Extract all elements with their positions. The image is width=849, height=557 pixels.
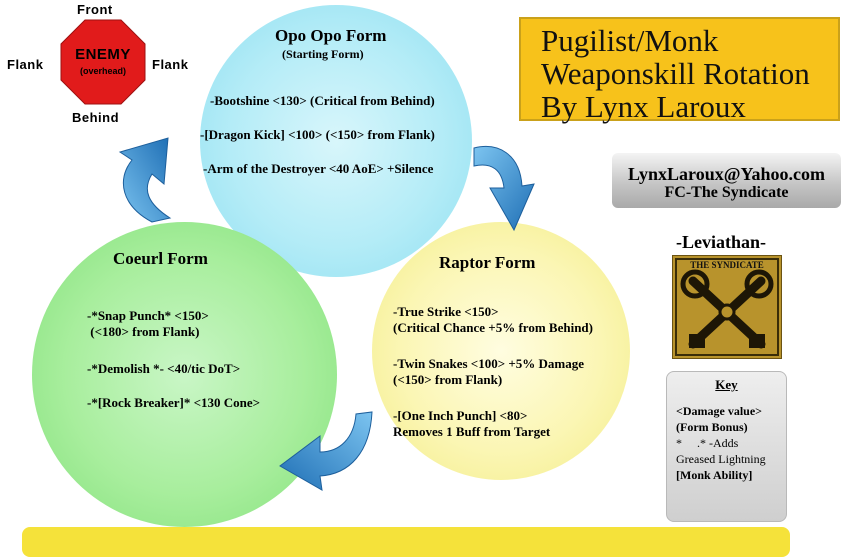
emblem-text: THE SYNDICATE — [690, 260, 764, 270]
server-name: -Leviathan- — [676, 232, 766, 252]
flank-right-label: Flank — [152, 57, 189, 72]
raptor-skill-5: -[One Inch Punch] <80> — [393, 408, 528, 423]
key-line-4: Greased Lightning — [676, 452, 766, 466]
coeurl-skill-4: -*[Rock Breaker]* <130 Cone> — [87, 395, 261, 410]
behind-label: Behind — [72, 110, 120, 125]
coeurl-skill-2: (<180> from Flank) — [87, 324, 200, 339]
raptor-skill-1: -True Strike <150> — [393, 304, 499, 319]
flank-left-label: Flank — [7, 57, 44, 72]
contact-fc: FC-The Syndicate — [664, 184, 789, 201]
raptor-skill-6: Removes 1 Buff from Target — [393, 424, 551, 439]
title-line-1: Pugilist/Monk — [541, 23, 719, 58]
raptor-form-circle — [372, 222, 630, 480]
arrow-coeurl-to-opo-icon — [118, 137, 172, 223]
syndicate-emblem: THE SYNDICATE — [672, 255, 782, 359]
raptor-skill-2: (Critical Chance +5% from Behind) — [393, 320, 593, 335]
contact-box: LynxLaroux@Yahoo.com FC-The Syndicate — [612, 153, 841, 208]
legend-key-box: Key <Damage value> (Form Bonus) * .* -Ad… — [666, 371, 787, 522]
key-line-2: (Form Bonus) — [676, 420, 748, 434]
raptor-title: Raptor Form — [439, 253, 536, 272]
opo-opo-skill-1: -Bootshine <130> (Critical from Behind) — [210, 93, 435, 108]
enemy-note: (overhead) — [79, 66, 126, 76]
front-label: Front — [77, 2, 113, 17]
crossed-keys-icon — [675, 258, 779, 356]
coeurl-skill-3: -*Demolish *- <40/tic DoT> — [87, 361, 241, 376]
arrow-raptor-to-coeurl-icon — [279, 411, 373, 491]
enemy-octagon-icon — [60, 19, 146, 105]
title-line-3: By Lynx Laroux — [541, 89, 746, 124]
key-line-5: [Monk Ability] — [676, 468, 753, 482]
opo-opo-subtitle: (Starting Form) — [282, 47, 364, 61]
title-banner: Pugilist/Monk Weaponskill Rotation By Ly… — [519, 17, 840, 124]
opo-opo-title: Opo Opo Form — [275, 26, 387, 45]
arrow-opo-to-raptor-icon — [473, 146, 535, 232]
opo-opo-skill-2: -[Dragon Kick] <100> (<150> from Flank) — [200, 127, 435, 142]
coeurl-title: Coeurl Form — [113, 249, 208, 268]
enemy-name: Enemy — [75, 46, 131, 63]
key-heading: Key — [715, 377, 738, 392]
opo-opo-form-circle — [200, 5, 472, 277]
opo-opo-skill-3: -Arm of the Destroyer <40 AoE> +Silence — [203, 161, 434, 176]
contact-email: LynxLaroux@Yahoo.com — [628, 164, 825, 184]
raptor-skill-3: -Twin Snakes <100> +5% Damage — [393, 356, 584, 371]
title-line-2: Weaponskill Rotation — [541, 56, 810, 91]
bottom-bar — [22, 527, 790, 557]
key-line-3: * .* -Adds — [676, 436, 739, 450]
coeurl-skill-1: -*Snap Punch* <150> — [87, 308, 209, 323]
raptor-skill-4: (<150> from Flank) — [393, 372, 503, 387]
key-line-1: <Damage value> — [676, 404, 762, 418]
coeurl-form-circle — [32, 222, 337, 527]
